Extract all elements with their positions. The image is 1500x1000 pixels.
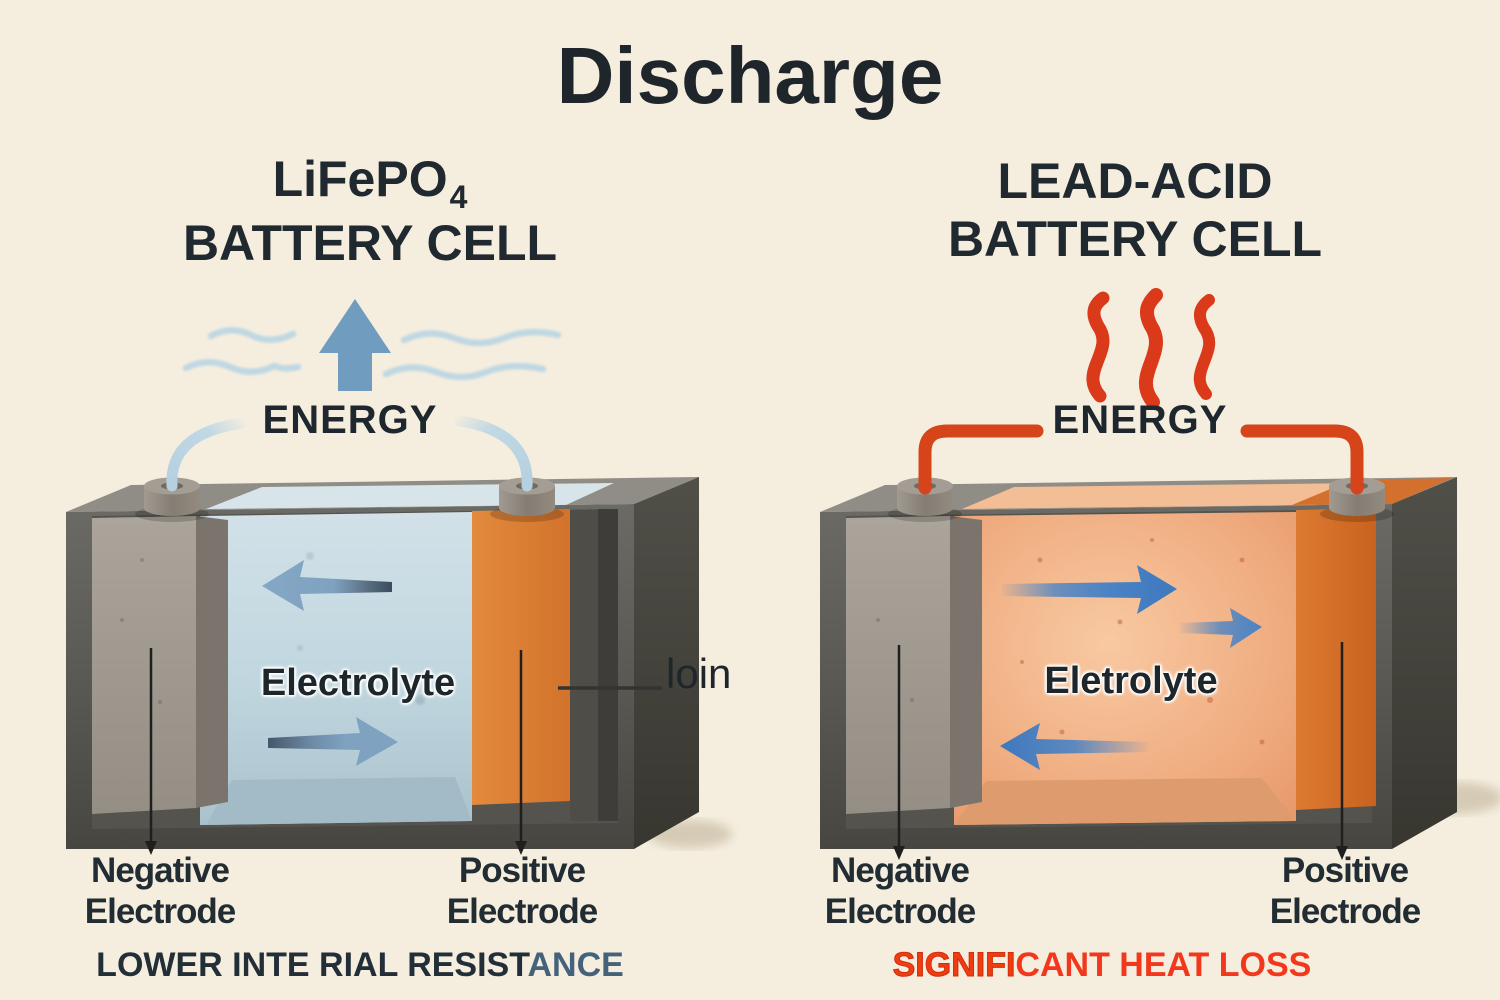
lifepo4-formula: LiFePO4 xyxy=(90,150,650,215)
heat-squiggle-icon xyxy=(1193,294,1216,400)
smudge xyxy=(415,695,425,705)
label-line1: Negative xyxy=(91,851,230,890)
callout-lines xyxy=(149,648,662,843)
left-positive-electrode-label: Positive Electrode xyxy=(422,850,622,932)
negative-wire xyxy=(166,417,248,492)
callout-arrowhead xyxy=(515,841,527,855)
heat-squiggle-icon xyxy=(1139,288,1163,409)
up-arrow-icon xyxy=(319,299,391,391)
label-line2: Electrode xyxy=(824,892,977,931)
horizontal-arrow-icon xyxy=(1180,608,1262,648)
left-negative-electrode-label: Negative Electrode xyxy=(60,850,260,932)
electrolyte-floor xyxy=(954,778,1296,825)
air-wave-icon xyxy=(382,362,547,381)
lead-acid-heading-line2: BATTERY CELL xyxy=(947,211,1323,267)
positive-wire xyxy=(454,415,533,492)
heat-squiggle-icons xyxy=(1086,288,1216,409)
right-electrolyte-label: Eletrolyte xyxy=(1044,660,1218,702)
negative-electrode-side xyxy=(950,516,982,808)
right-energy-label: ENERGY xyxy=(1052,398,1228,442)
speckle xyxy=(910,698,914,702)
right-positive-electrode-label: Positive Electrode xyxy=(1245,850,1445,932)
electrolyte-floor xyxy=(206,777,472,825)
lead-acid-heading: LEAD-ACID BATTERY CELL xyxy=(855,152,1415,268)
label-line2: Electrode xyxy=(84,892,237,931)
heat-squiggle-icon xyxy=(1086,291,1110,403)
negative-wire xyxy=(918,424,1044,495)
callout-lines xyxy=(897,642,1344,848)
positive-electrode-block xyxy=(1296,508,1376,810)
ion-flow-arrows xyxy=(1000,565,1262,770)
air-wave-icon xyxy=(207,327,297,343)
label-line1: Positive xyxy=(1281,851,1409,890)
formula-subscript: 4 xyxy=(449,179,468,215)
lifepo4-heading: LiFePO4 BATTERY CELL xyxy=(90,150,650,272)
ion-callout-label: loin xyxy=(666,650,732,697)
callout-arrowhead xyxy=(1336,846,1348,860)
negative-electrode-block xyxy=(92,516,196,814)
right-negative-electrode-label: Negative Electrode xyxy=(800,850,1000,932)
smudge xyxy=(306,552,314,560)
lead-acid-battery-illustration xyxy=(820,288,1457,860)
horizontal-arrow-icon xyxy=(1002,565,1177,614)
left-electrolyte-label: Electrolyte xyxy=(260,662,456,704)
air-wave-icons xyxy=(182,327,562,381)
left-caption: LOWER INTE RIAL RESISTANCE xyxy=(80,946,640,985)
separator-gap-dark xyxy=(598,509,618,821)
caption-blue-part: ANCE xyxy=(527,946,624,984)
battery-terminal-icon xyxy=(490,477,564,522)
positive-wire xyxy=(1240,424,1364,495)
electrolyte-top-surface xyxy=(962,483,1366,509)
label-line2: Electrode xyxy=(1269,892,1422,931)
air-wave-icon xyxy=(182,359,302,375)
speckle xyxy=(120,618,124,622)
lifepo4-heading-line2: BATTERY CELL xyxy=(182,215,558,271)
negative-electrode-side xyxy=(196,516,228,808)
lifepo4-battery-illustration xyxy=(66,299,699,855)
horizontal-arrow-icon xyxy=(1000,723,1148,770)
case-side-face xyxy=(1392,477,1457,849)
lead-acid-heading-line1: LEAD-ACID xyxy=(997,153,1273,209)
left-energy-label: ENERGY xyxy=(262,398,438,442)
caption-dark-part: LOWER INTE RIAL RESIST xyxy=(96,946,528,984)
speckle xyxy=(140,558,144,562)
label-line1: Positive xyxy=(458,851,586,890)
horizontal-arrow-icon xyxy=(262,560,392,611)
battery-terminal-icon xyxy=(888,477,962,522)
formula-base: LiFePO xyxy=(272,151,448,207)
right-caption: SIGNIFICANT HEAT LOSS xyxy=(857,946,1347,985)
caption-red-part: CANT HEAT LOSS xyxy=(1015,946,1312,984)
smudge xyxy=(297,645,303,651)
horizontal-arrow-icon xyxy=(268,717,398,766)
label-line1: Negative xyxy=(831,851,970,890)
callout-arrowhead xyxy=(145,841,157,855)
speckle xyxy=(158,700,162,704)
callout-arrowhead xyxy=(893,846,905,860)
ion-flow-arrows xyxy=(262,560,398,766)
speckle xyxy=(876,618,880,622)
label-line2: Electrode xyxy=(446,892,599,931)
air-wave-icon xyxy=(400,328,562,347)
case-side-face xyxy=(634,477,699,849)
page-title: Discharge xyxy=(556,31,944,120)
caption-bold-part: SIGNIFI xyxy=(892,946,1016,985)
